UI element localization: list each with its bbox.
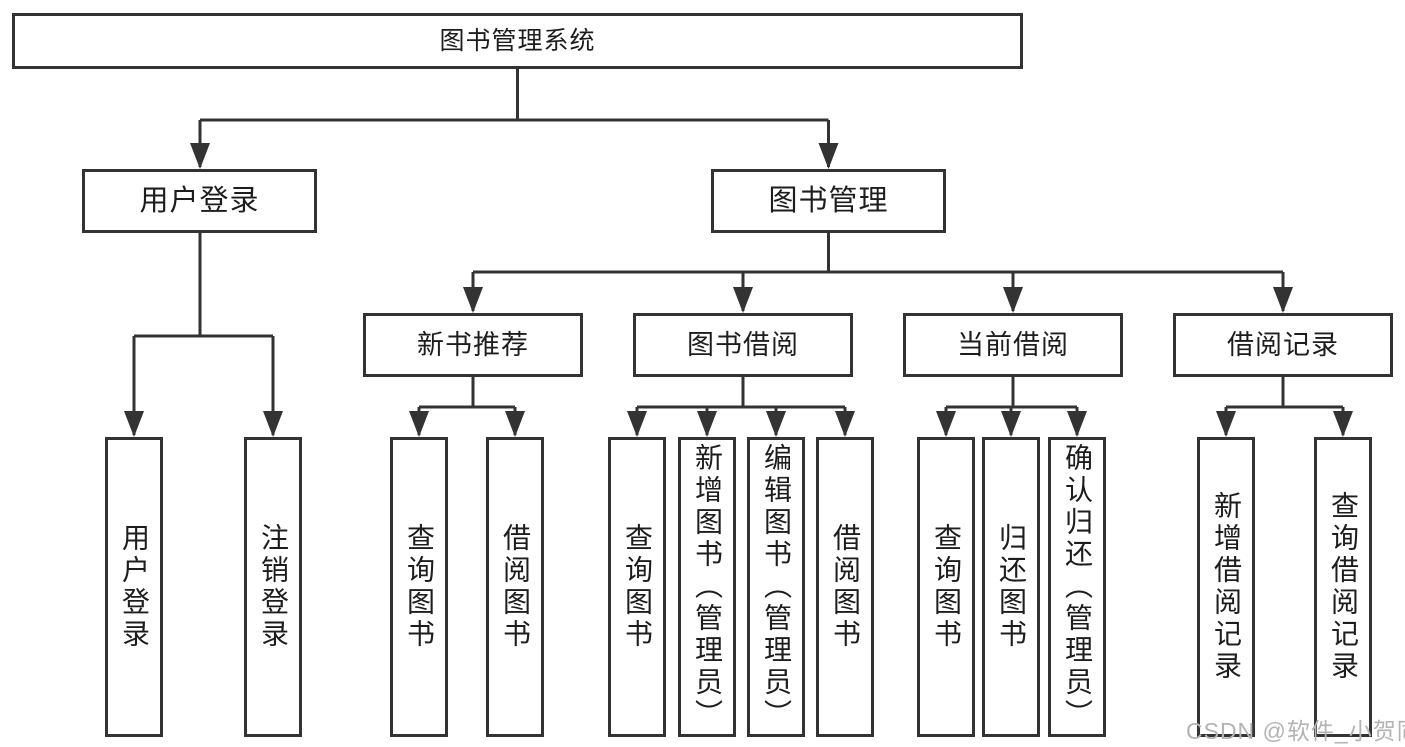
node-user-login: 用户登录 <box>82 169 317 233</box>
leaf-borrow-books: 借阅图书 <box>816 437 874 737</box>
leaf-query-borrow-record: 查询借阅记录 <box>1314 437 1372 737</box>
leaf-return-books: 归还图书 <box>982 437 1040 737</box>
node-current-borrowing: 当前借阅 <box>903 313 1123 377</box>
watermark: CSDN @软件_小贺同学 <box>1186 718 1405 744</box>
leaf-borrow-books-recommend: 借阅图书 <box>486 437 544 737</box>
node-library-management-system: 图书管理系统 <box>12 13 1023 69</box>
leaf-confirm-return-admin: 确认归还（管理员） <box>1048 437 1106 737</box>
leaf-query-books-recommend: 查询图书 <box>390 437 448 737</box>
leaf-query-books-borrow: 查询图书 <box>608 437 666 737</box>
leaf-add-books-admin: 新增图书（管理员） <box>678 437 736 737</box>
leaf-user-login: 用户登录 <box>105 437 163 737</box>
leaf-logout: 注销登录 <box>244 437 302 737</box>
arrowheads <box>124 143 1353 437</box>
leaf-query-books-current: 查询图书 <box>917 437 975 737</box>
node-book-management: 图书管理 <box>711 169 946 233</box>
node-borrowing-records: 借阅记录 <box>1173 313 1393 377</box>
leaf-add-borrow-record: 新增借阅记录 <box>1197 437 1255 737</box>
node-book-borrowing: 图书借阅 <box>633 313 853 377</box>
leaf-edit-books-admin: 编辑图书（管理员） <box>747 437 805 737</box>
node-new-book-recommendation: 新书推荐 <box>363 313 583 377</box>
